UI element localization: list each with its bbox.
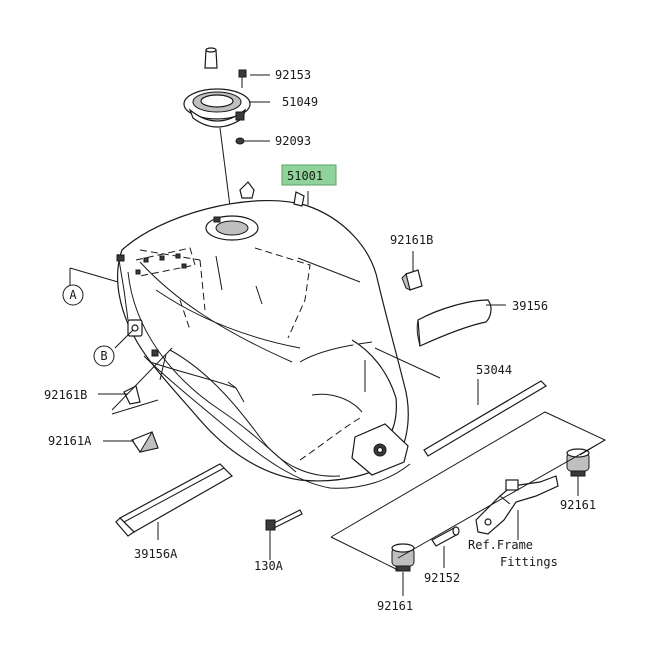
label-53044: 53044 <box>476 363 512 377</box>
damper-92161-bottom-part <box>391 543 415 572</box>
frame-fitting-bracket-part <box>475 475 559 535</box>
oring-92093-part <box>235 137 245 145</box>
rubber-pad-92161B-right-part <box>401 269 423 291</box>
rubber-strip-39156A-part <box>115 463 233 537</box>
bolt-130A-part <box>265 509 303 531</box>
label-ref-fittings: Fittings <box>500 555 558 569</box>
collar-92152-part <box>431 526 460 547</box>
label-ref-frame: Ref.Frame <box>468 538 533 552</box>
callout-a: A <box>62 284 84 306</box>
rubber-pad-92161A-part <box>131 430 159 453</box>
fuel-cap-assembly-part <box>183 88 251 128</box>
damper-92161-right-part <box>566 448 590 477</box>
label-92161B-left: 92161B <box>44 388 87 402</box>
svg-text:A: A <box>69 288 77 302</box>
label-130A: 130A <box>254 559 284 573</box>
rubber-strip-39156-part <box>416 299 492 347</box>
label-92161-right: 92161 <box>560 498 596 512</box>
rod-53044-part <box>423 380 547 457</box>
fuel-tank-body-part <box>116 181 411 489</box>
screw-92153-part <box>238 69 247 88</box>
callout-b: B <box>93 345 115 367</box>
label-51001[interactable]: 51001 <box>287 169 323 183</box>
cap-bolt-part <box>204 47 218 69</box>
svg-text:B: B <box>100 349 107 363</box>
highlight-51001 <box>281 164 337 186</box>
label-51049: 51049 <box>282 95 318 109</box>
label-92161-bottom: 92161 <box>377 599 413 613</box>
label-92161A: 92161A <box>48 434 92 448</box>
label-92153: 92153 <box>275 68 311 82</box>
label-92093: 92093 <box>275 134 311 148</box>
label-92161B-right: 92161B <box>390 233 433 247</box>
label-92152: 92152 <box>424 571 460 585</box>
rubber-pad-92161B-left-part <box>123 385 141 405</box>
label-39156A: 39156A <box>134 547 178 561</box>
label-39156: 39156 <box>512 299 548 313</box>
